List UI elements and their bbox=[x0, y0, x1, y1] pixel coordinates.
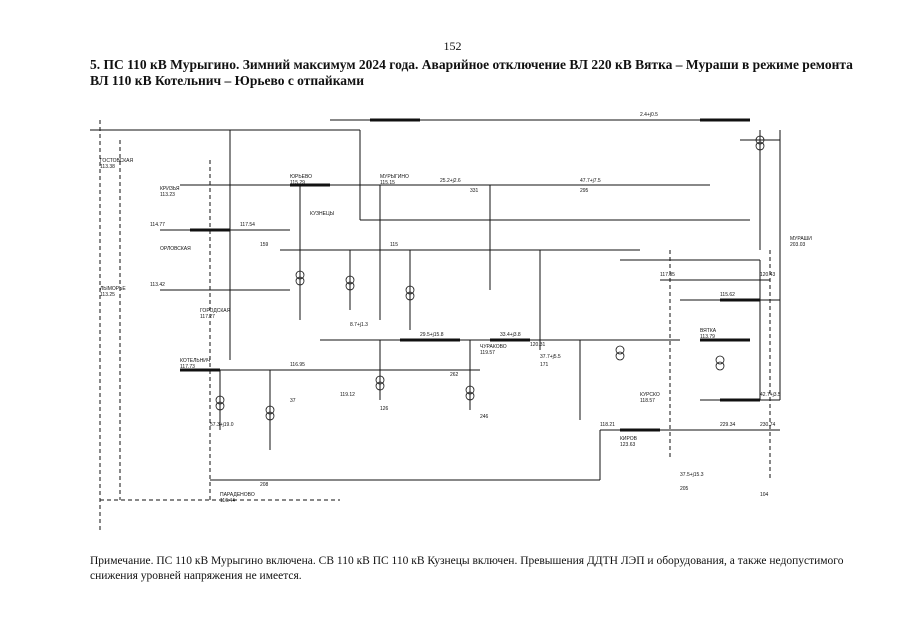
bus-voltage-label: 230.74 bbox=[760, 422, 776, 428]
transformer-winding bbox=[265, 405, 275, 415]
substation-label: ОРЛОВСКАЯ bbox=[160, 246, 191, 252]
substation-label: КУРСКО bbox=[640, 392, 660, 398]
substation-voltage: 115.15 bbox=[380, 180, 395, 186]
power-flow-label: 47.7+j7.5 bbox=[580, 178, 601, 184]
bus-voltage-label: 120.31 bbox=[530, 342, 546, 348]
substation-label: ПАРАДЕНОВО bbox=[220, 492, 255, 498]
power-flow-label: 2.4+j0.5 bbox=[640, 112, 658, 118]
line-id-label: 205 bbox=[680, 486, 689, 492]
transformer-winding bbox=[375, 381, 385, 391]
line-id-label: 208 bbox=[260, 482, 269, 488]
substation-label: КРИЗЬЯ bbox=[160, 186, 180, 192]
substation-label: ГОРОДСКАЯ bbox=[200, 308, 231, 314]
substation-voltage: 113.23 bbox=[160, 192, 175, 198]
transformer-winding bbox=[215, 395, 225, 405]
transformer-winding bbox=[465, 385, 475, 395]
transformer-winding bbox=[465, 391, 475, 401]
substation-voltage: 113.79 bbox=[700, 334, 715, 340]
power-flow-label: 42.7+j3.5 bbox=[760, 392, 781, 398]
transformer-winding bbox=[755, 141, 765, 151]
substation-voltage: 203.03 bbox=[790, 242, 806, 248]
bus-voltage-label: 114.77 bbox=[150, 222, 165, 228]
transformer-winding bbox=[755, 135, 765, 145]
page-title: 5. ПС 110 кВ Мурыгино. Зимний максимум 2… bbox=[90, 57, 853, 88]
line-id-label: 115 bbox=[390, 242, 398, 248]
power-flow-label: 8.7+j1.3 bbox=[350, 322, 368, 328]
substation-voltage: 123.63 bbox=[620, 442, 636, 448]
transformer-winding bbox=[405, 285, 415, 295]
substation-label: ЛЫМОРЬЕ bbox=[100, 286, 126, 292]
transformer-winding bbox=[615, 351, 625, 361]
power-flow-label: 37.7+j5.5 bbox=[540, 354, 561, 360]
power-flow-label: 33.4+j3.8 bbox=[500, 332, 521, 338]
transformer-winding bbox=[375, 375, 385, 385]
substation-voltage: 113.25 bbox=[100, 292, 115, 298]
substation-label: КУЗНЕЦЫ bbox=[310, 211, 335, 217]
bus-voltage-label: 115.62 bbox=[720, 292, 735, 298]
substation-voltage: 119.57 bbox=[480, 350, 495, 356]
note-text: Примечание. ПС 110 кВ Мурыгино включена.… bbox=[90, 555, 844, 582]
transformer-winding bbox=[615, 345, 625, 355]
substation-label: ЮРЬЕВО bbox=[290, 174, 312, 180]
bus-voltage-label: 116.95 bbox=[290, 362, 305, 368]
line-id-label: 126 bbox=[380, 406, 389, 412]
bus-voltage-label: 117.54 bbox=[240, 222, 255, 228]
substation-voltage: 117.73 bbox=[180, 364, 195, 370]
substation-voltage: 118.57 bbox=[640, 398, 655, 404]
line-id-label: 246 bbox=[480, 414, 489, 420]
transformer-winding bbox=[715, 361, 725, 371]
substation-label: КОТЕЛЬНИЧ bbox=[180, 358, 210, 364]
bus-voltage-label: 120.43 bbox=[760, 272, 776, 278]
line-id-label: 104 bbox=[760, 492, 769, 498]
substation-label: МУРАШИ bbox=[790, 236, 812, 242]
bus-voltage-label: 229.34 bbox=[720, 422, 736, 428]
bus-voltage-label: 119.12 bbox=[340, 392, 355, 398]
line-id-label: 262 bbox=[450, 372, 459, 378]
line-id-label: 37 bbox=[290, 398, 296, 404]
substation-label: ЧУРАКОВО bbox=[480, 344, 507, 350]
power-flow-label: 37.5+j15.3 bbox=[680, 472, 704, 478]
substation-voltage: 113.38 bbox=[100, 164, 115, 170]
line-id-label: 331 bbox=[470, 188, 479, 194]
transformer-winding bbox=[405, 291, 415, 301]
transformer-winding bbox=[265, 411, 275, 421]
bus-voltage-label: 117.35 bbox=[660, 272, 675, 278]
power-flow-label: 57.3+j19.0 bbox=[210, 422, 234, 428]
substation-label: ВЯТКА bbox=[700, 328, 717, 334]
substation-label: КИРОВ bbox=[620, 436, 638, 442]
transformer-winding bbox=[215, 401, 225, 411]
power-flow-label: 29.5+j15.8 bbox=[420, 332, 444, 338]
substation-label: ГОСТОВСКАЯ bbox=[100, 158, 134, 164]
page-number: 152 bbox=[443, 39, 462, 53]
line-id-label: 171 bbox=[540, 362, 549, 368]
line-id-label: 295 bbox=[580, 188, 589, 194]
bus-voltage-label: 113.42 bbox=[150, 282, 165, 288]
substation-voltage: 116.44 bbox=[220, 498, 235, 504]
transformer-winding bbox=[295, 270, 305, 280]
bus-voltage-label: 118.21 bbox=[600, 422, 615, 428]
substation-voltage: 117.27 bbox=[200, 314, 215, 320]
line-id-label: 159 bbox=[260, 242, 269, 248]
transformer-winding bbox=[295, 276, 305, 286]
power-flow-label: 25.2+j2.6 bbox=[440, 178, 461, 184]
substation-label: МУРЫГИНО bbox=[380, 174, 409, 180]
transformer-winding bbox=[345, 281, 355, 291]
substation-voltage: 115.29 bbox=[290, 180, 305, 186]
transformer-winding bbox=[345, 275, 355, 285]
transformer-winding bbox=[715, 355, 725, 365]
